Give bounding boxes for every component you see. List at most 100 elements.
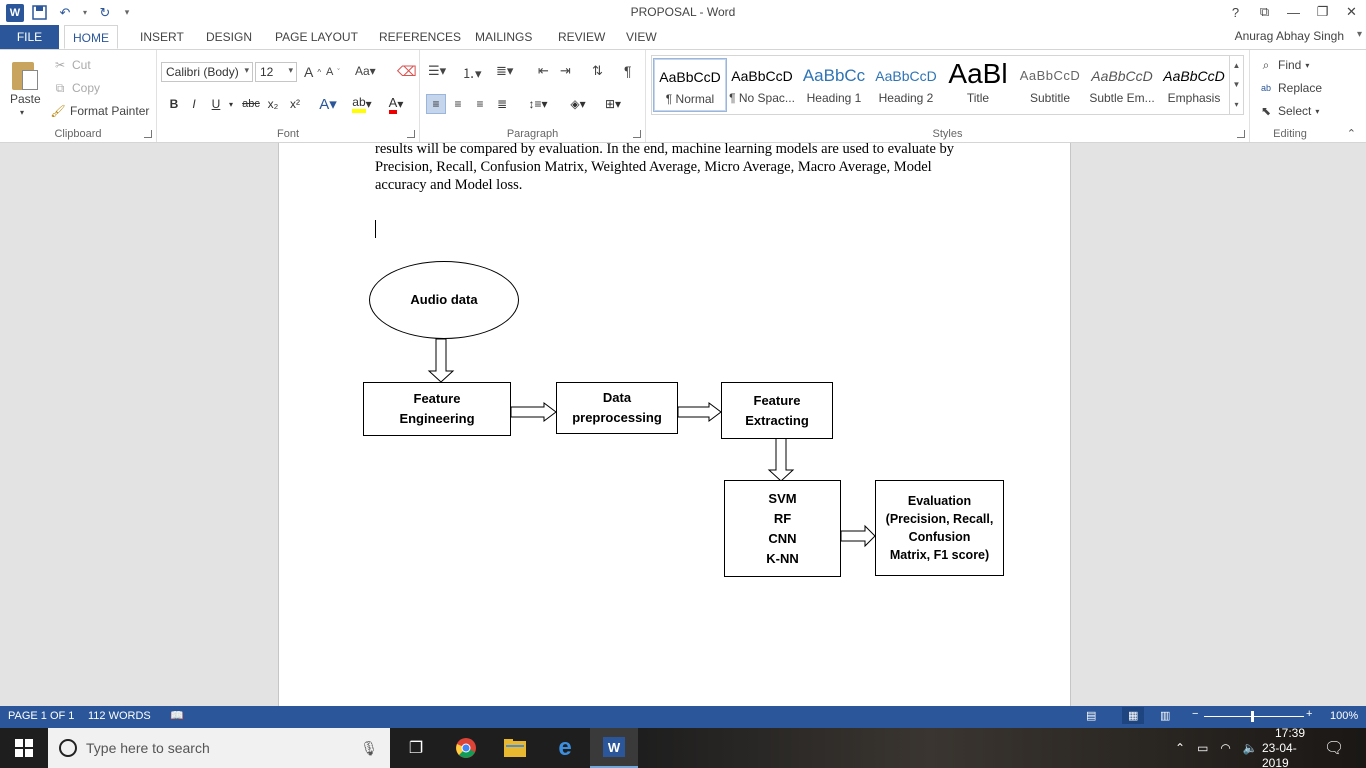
justify-icon[interactable]: ≣ [496,97,508,111]
redo-icon[interactable]: ↻ [99,4,111,20]
models-node[interactable]: SVM RF CNN K-NN [724,480,841,577]
copy-button[interactable]: ⧉Copy [52,80,100,96]
minimize-button[interactable]: — [1287,4,1300,20]
tab-references[interactable]: REFERENCES [379,30,462,44]
windows-start-icon[interactable] [0,728,48,768]
style-subtle-emphasis[interactable]: AaBbCcD Subtle Em... [1086,59,1158,111]
underline-dropdown-icon[interactable]: ▾ [228,99,233,109]
network-icon[interactable]: ◠ [1220,741,1231,755]
evaluation-node[interactable]: Evaluation (Precision, Recall, Confusion… [875,480,1004,576]
decrease-indent-icon[interactable]: ⇤ [538,63,549,78]
strikethrough-button[interactable]: abc [242,98,260,110]
account-dropdown-icon[interactable]: ▾ [1356,29,1362,40]
style-heading-1[interactable]: AaBbCc Heading 1 [798,59,870,111]
paragraph-launcher-icon[interactable] [633,130,641,138]
undo-dropdown-icon[interactable]: ▾ [82,8,87,17]
line-spacing-icon[interactable]: ↕≡▾ [528,97,548,111]
clipboard-launcher-icon[interactable] [144,130,152,138]
numbering-icon[interactable]: ⒈▾ [462,66,482,81]
change-case-icon[interactable]: Aa▾ [355,64,376,78]
tab-home[interactable]: HOME [64,25,118,49]
subscript-button[interactable]: x₂ [267,97,279,111]
ribbon-display-options-button[interactable]: ⧉ [1259,4,1270,19]
zoom-slider[interactable] [1204,716,1304,717]
underline-button[interactable]: U [211,97,221,111]
taskbar-search-box[interactable]: Type here to search 🎙 [48,728,390,768]
font-color-icon[interactable]: A▾ [383,94,409,114]
file-explorer-icon[interactable] [491,728,539,768]
tab-view[interactable]: VIEW [626,30,657,44]
word-app-icon[interactable]: W [6,3,24,22]
restore-button[interactable]: ❐ [1316,4,1329,19]
tab-design[interactable]: DESIGN [206,30,253,44]
paste-icon[interactable] [10,58,40,92]
style-heading-2[interactable]: AaBbCcD Heading 2 [870,59,942,111]
proofing-icon[interactable]: 📖 [170,710,184,722]
align-center-icon[interactable]: ≡ [454,97,462,111]
word-count[interactable]: 112 WORDS [88,710,151,722]
tab-page-layout[interactable]: PAGE LAYOUT [275,30,358,44]
word-taskbar-icon[interactable]: W [590,728,638,768]
chevron-down-icon[interactable]: ▼ [1232,80,1241,90]
bullets-icon[interactable]: ☰▾ [428,63,447,78]
show-hidden-icons-icon[interactable]: ⌃ [1175,741,1186,755]
tab-review[interactable]: REVIEW [558,30,606,44]
document-page[interactable]: results will be compared by evaluation. … [278,143,1071,706]
align-right-icon[interactable]: ≡ [476,97,484,111]
style-title[interactable]: AaBl Title [942,59,1014,111]
font-name-combo[interactable]: Calibri (Body)▾ [161,62,253,82]
text-effects-icon[interactable]: A▾ [319,96,337,113]
audio-data-node[interactable]: Audio data [369,261,519,339]
format-painter-button[interactable]: 🖌Format Painter [50,103,149,119]
close-button[interactable]: ✕ [1346,4,1357,19]
style-subtitle[interactable]: AaBbCcD Subtitle [1014,59,1086,111]
body-paragraph[interactable]: results will be compared by evaluation. … [375,143,955,193]
superscript-button[interactable]: x² [290,97,300,111]
notifications-icon[interactable]: 🗨 [1324,740,1345,757]
increase-indent-icon[interactable]: ⇥ [560,63,571,78]
cut-button[interactable]: ✂Cut [52,57,91,73]
style-no-spacing[interactable]: AaBbCcD ¶ No Spac... [726,59,798,111]
chrome-icon[interactable] [442,728,490,768]
multilevel-list-icon[interactable]: ≣▾ [496,63,514,78]
page-count[interactable]: PAGE 1 OF 1 [8,710,75,722]
save-icon[interactable] [28,3,50,22]
find-button[interactable]: ⌕Find▾ [1258,57,1310,73]
shading-icon[interactable]: ◈▾ [570,97,586,111]
zoom-level[interactable]: 100% [1330,710,1359,722]
task-view-icon[interactable]: ❐ [408,740,424,757]
style-normal[interactable]: AaBbCcD ¶ Normal [653,58,727,112]
grow-font-icon[interactable]: A^ [304,64,322,80]
zoom-out-icon[interactable]: − [1192,708,1199,720]
clock[interactable]: 17:39 23-04-2019 [1262,726,1318,768]
align-left-icon[interactable]: ≡ [426,94,446,114]
tab-mailings[interactable]: MAILINGS [475,30,533,44]
style-emphasis[interactable]: AaBbCcD Emphasis [1158,59,1230,111]
highlight-color-icon[interactable]: ab▾ [352,95,372,113]
show-formatting-marks-icon[interactable]: ¶ [624,63,632,79]
bold-button[interactable]: B [169,97,179,111]
borders-icon[interactable]: ⊞▾ [604,97,622,111]
print-layout-icon[interactable]: ▦ [1122,707,1145,724]
tab-insert[interactable]: INSERT [140,30,184,44]
font-launcher-icon[interactable] [407,130,415,138]
read-mode-icon[interactable]: ▤ [1086,710,1097,722]
clear-formatting-icon[interactable]: ⌫ [397,63,417,79]
web-layout-icon[interactable]: ▥ [1160,710,1171,722]
paste-button[interactable]: Paste [10,92,41,106]
volume-icon[interactable]: 🔈 [1242,741,1258,755]
help-button[interactable]: ? [1231,4,1240,20]
collapse-ribbon-icon[interactable]: ⌃ [1346,128,1356,140]
more-styles-icon[interactable]: ▾ [1234,99,1239,109]
undo-icon[interactable]: ↶ [59,4,71,20]
paste-dropdown-icon[interactable]: ▾ [20,108,25,117]
font-size-combo[interactable]: 12▾ [255,62,297,82]
styles-launcher-icon[interactable] [1237,130,1245,138]
feature-extracting-node[interactable]: Feature Extracting [721,382,833,439]
edge-browser-icon[interactable]: e [558,734,572,761]
sort-icon[interactable]: ⇅ [592,63,603,78]
gallery-scroll[interactable]: ▲ ▼ ▾ [1229,56,1243,114]
zoom-slider-thumb[interactable] [1251,711,1254,722]
